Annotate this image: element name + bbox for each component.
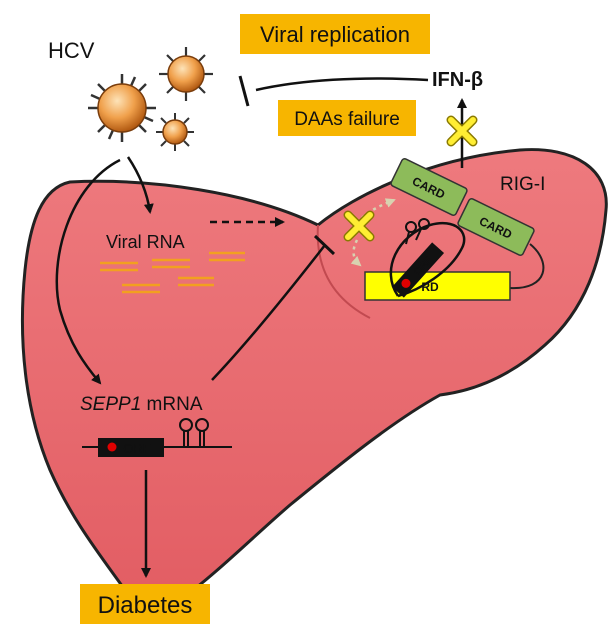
- rigi-rna-loop: [389, 221, 466, 298]
- stem-loop-icon: [179, 418, 209, 447]
- sepp1-gene-name: SEPP1: [80, 394, 141, 415]
- virus-to-sepp1-arrow: [55, 158, 121, 385]
- sepp1-mrna-label: SEPP1 mRNA: [80, 394, 203, 415]
- sepp1-mrna-suffix: mRNA: [141, 394, 203, 415]
- stem-loop-icon: [405, 218, 430, 245]
- mrna-orf-block: ORF: [98, 438, 164, 457]
- inhibit-bar: [238, 75, 250, 107]
- ifn-beta-label: IFN-β: [432, 69, 483, 91]
- daas-failure-box: [278, 100, 416, 136]
- daas-failure-label: DAAs failure: [294, 109, 400, 130]
- inhibit-bar: [313, 234, 336, 256]
- diabetes-label: Diabetes: [98, 592, 193, 619]
- card-linker: [509, 243, 545, 290]
- liver-shape: [20, 148, 608, 608]
- virus-icon: [88, 74, 156, 142]
- viral-replication-box: [240, 14, 430, 54]
- viral-rna-strands: [100, 251, 245, 294]
- viral-replication-label: Viral replication: [260, 22, 410, 47]
- virus-icon: [156, 113, 194, 151]
- mrna-orf-label: ORF: [123, 441, 151, 456]
- rna-to-rd-dotted-arrow: [350, 239, 362, 267]
- rig-i-label: RIG-I: [500, 174, 545, 195]
- ifn-inhibition-line: [255, 77, 429, 92]
- card-domain: CARD: [457, 197, 535, 257]
- block-x-icon: [343, 210, 375, 242]
- viral-rna-label: Viral RNA: [106, 232, 185, 252]
- virus-to-viral-rna-arrow: [126, 156, 154, 214]
- sepp1-inhibition-line: [211, 244, 326, 381]
- block-x-icon: [446, 115, 478, 147]
- diabetes-box: [80, 584, 210, 624]
- card-domain: CARD: [390, 157, 468, 217]
- virus-icon: [159, 47, 213, 101]
- hcv-label: HCV: [48, 38, 95, 63]
